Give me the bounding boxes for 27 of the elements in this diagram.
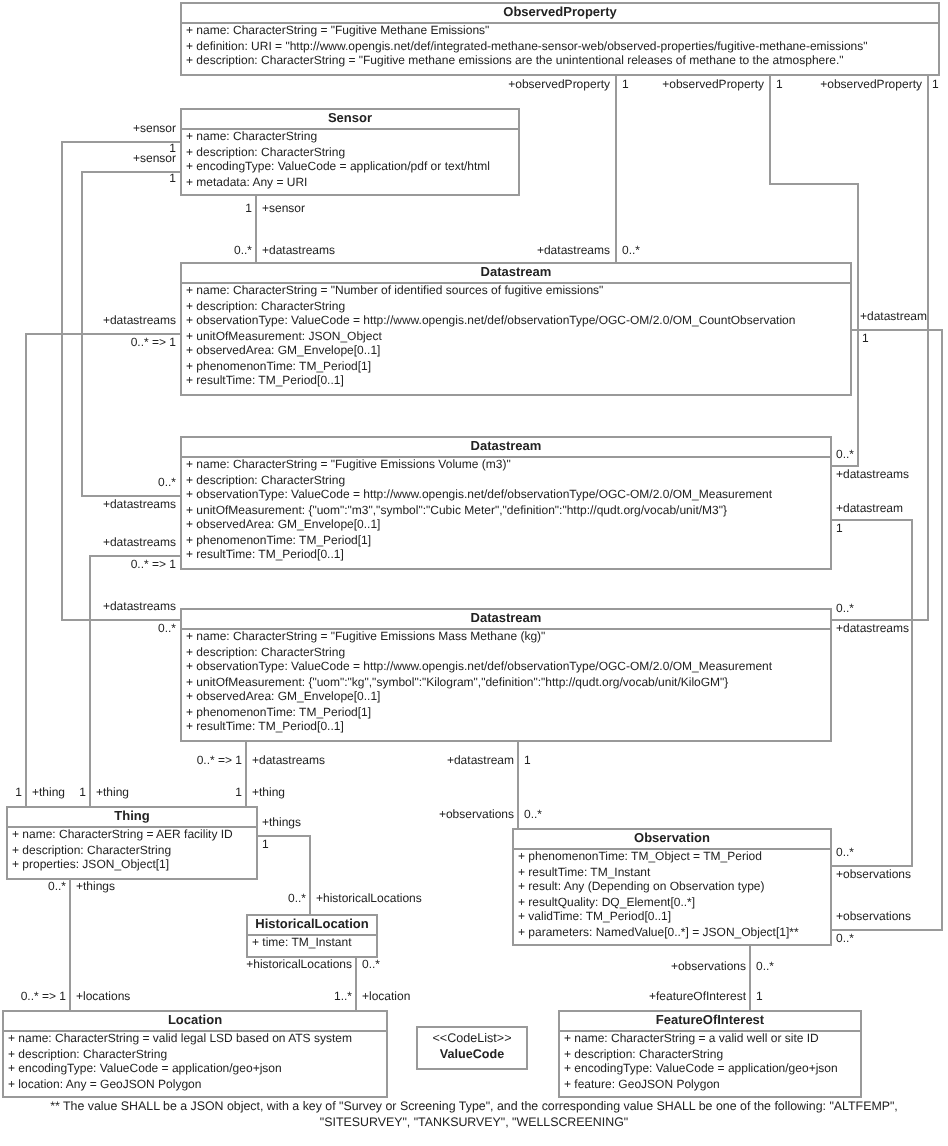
association-line xyxy=(517,741,519,829)
class-box xyxy=(180,108,520,196)
class-box xyxy=(180,436,832,569)
codelist-box xyxy=(416,1026,528,1070)
association-line xyxy=(769,75,859,467)
class-box xyxy=(512,828,832,946)
association-line xyxy=(615,75,617,263)
association-line xyxy=(831,75,929,621)
class-box xyxy=(246,914,378,957)
class-box xyxy=(180,608,832,741)
class-box xyxy=(6,806,258,879)
association-line xyxy=(25,333,181,807)
class-box xyxy=(180,2,940,75)
association-line xyxy=(61,141,181,621)
association-line xyxy=(831,519,913,867)
association-line xyxy=(749,945,751,1011)
association-line xyxy=(831,329,943,931)
association-line xyxy=(245,741,247,807)
association-line xyxy=(255,195,257,263)
association-line xyxy=(89,555,181,807)
association-line xyxy=(69,879,71,1011)
association-line xyxy=(81,171,181,497)
association-line xyxy=(355,957,357,1011)
class-box xyxy=(180,262,852,395)
class-box xyxy=(558,1010,862,1098)
association-line xyxy=(257,835,311,915)
class-box xyxy=(2,1010,388,1098)
